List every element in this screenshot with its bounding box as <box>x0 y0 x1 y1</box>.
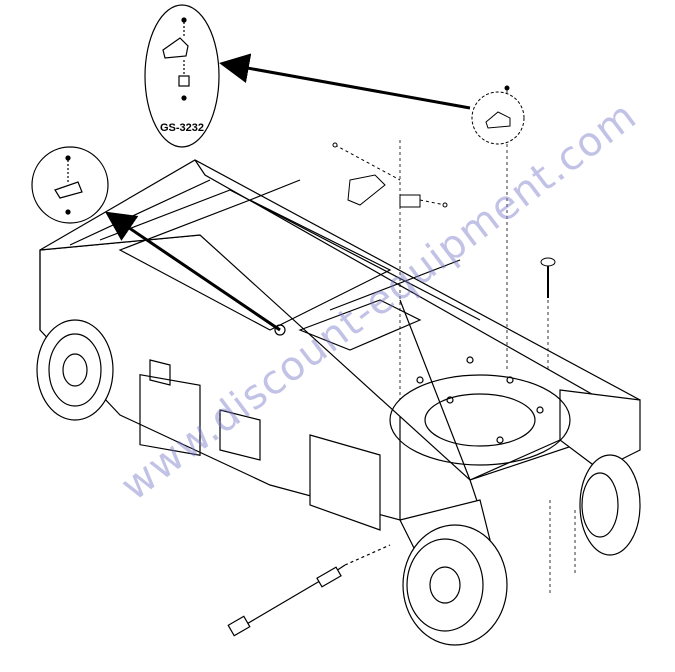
wheel-front-left <box>402 524 508 646</box>
detail-source-part <box>485 85 511 129</box>
part-number-label: GS-3232 <box>159 122 205 134</box>
callout-bubble-left <box>31 146 109 224</box>
cable-assembly <box>227 544 391 637</box>
callout-bubble-top <box>144 4 220 148</box>
callout-arrows <box>105 53 471 332</box>
grommet-part <box>540 257 556 298</box>
chassis-frame <box>39 159 641 561</box>
wheel-right <box>579 454 641 556</box>
exploded-bracket-parts <box>332 142 448 208</box>
wheel-rear-left <box>36 319 114 421</box>
leader-lines <box>399 90 576 595</box>
